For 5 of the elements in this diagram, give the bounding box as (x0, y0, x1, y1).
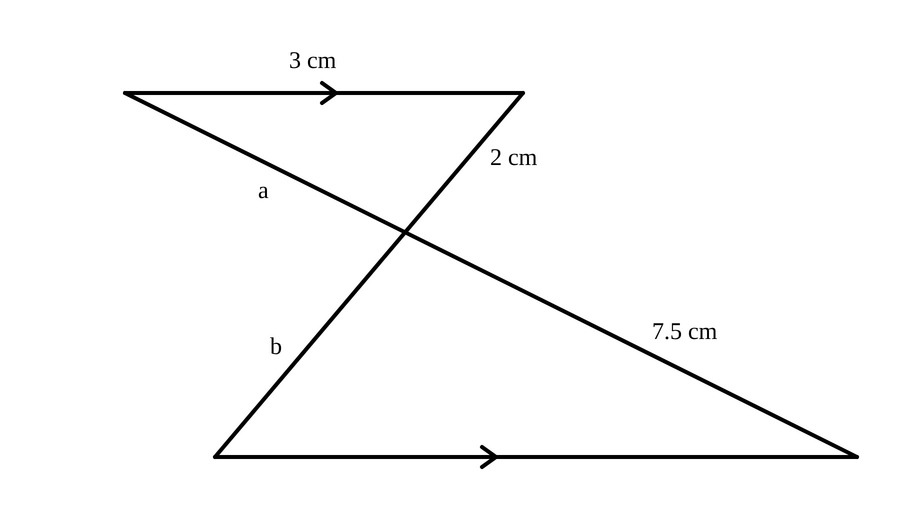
side-label: b (270, 334, 282, 360)
length-label: 7.5 cm (652, 319, 718, 345)
side-label: a (258, 178, 269, 204)
length-label: 2 cm (490, 145, 538, 171)
length-label: 3 cm (289, 48, 336, 74)
